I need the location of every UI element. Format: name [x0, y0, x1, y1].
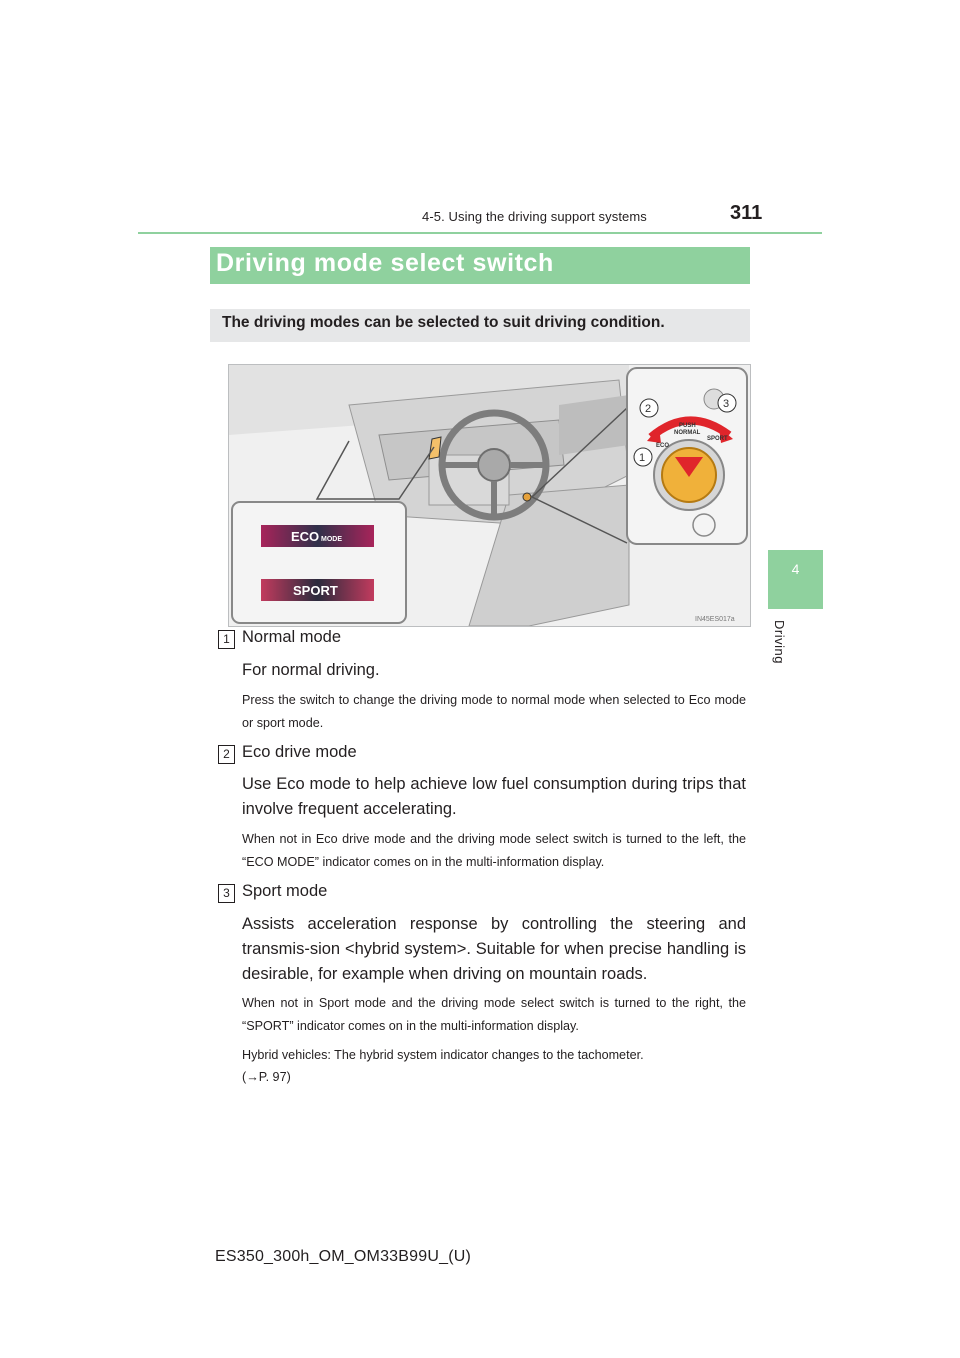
page-reference: (→P. 97)	[242, 1070, 291, 1084]
dashboard-illustration: ECO MODE SPORT PUSH NORMAL ECO SPORT 2 3…	[228, 364, 751, 627]
document-code: ES350_300h_OM_OM33B99U_(U)	[215, 1248, 472, 1265]
item-number-2: 2	[218, 745, 235, 764]
item-body-normal-mode: For normal driving.	[242, 661, 380, 679]
chapter-label: Driving	[772, 620, 787, 664]
intro-text: The driving modes can be selected to sui…	[222, 314, 665, 331]
item-body-eco-mode: Use Eco mode to help achieve low fuel co…	[242, 775, 746, 818]
figure-code: IN45ES017a	[695, 616, 735, 623]
dial-label-eco: ECO	[656, 443, 669, 449]
sport-indicator-label: SPORT	[293, 583, 338, 598]
callout-1: 1	[639, 452, 645, 464]
item-title-eco-mode: Eco drive mode	[242, 743, 357, 761]
section-header: 4-5. Using the driving support systems	[422, 209, 647, 224]
page-number: 311	[730, 202, 763, 224]
item-title-normal-mode: Normal mode	[242, 628, 342, 646]
callout-3: 3	[723, 398, 729, 410]
item-note-eco-mode: When not in Eco drive mode and the drivi…	[242, 832, 746, 869]
intro-bar: The driving modes can be selected to sui…	[210, 309, 750, 342]
dial-label-sport: SPORT	[707, 436, 728, 442]
section-title: Driving mode select switch	[216, 249, 554, 277]
item-number-3: 3	[218, 884, 235, 903]
dashboard-drawing: ECO MODE SPORT PUSH NORMAL ECO SPORT 2 3…	[229, 365, 750, 626]
eco-indicator-small-label: MODE	[321, 536, 342, 543]
dial-label-push: PUSH	[679, 423, 696, 429]
callout-2: 2	[645, 403, 651, 415]
chapter-tab: 4	[768, 550, 823, 609]
item-note-sport-mode: When not in Sport mode and the driving m…	[242, 996, 746, 1033]
item-title-sport-mode: Sport mode	[242, 882, 328, 900]
dial-label-normal: NORMAL	[674, 430, 701, 436]
item-body-sport-mode: Assists acceleration response by control…	[242, 915, 746, 983]
item-note-hybrid: Hybrid vehicles: The hybrid system indic…	[242, 1048, 644, 1062]
item-note-normal-mode: Press the switch to change the driving m…	[242, 693, 746, 730]
item-number-1: 1	[218, 630, 235, 649]
header-divider	[138, 232, 822, 234]
eco-indicator-label: ECO	[291, 529, 319, 544]
section-title-bar: Driving mode select switch	[210, 247, 750, 284]
